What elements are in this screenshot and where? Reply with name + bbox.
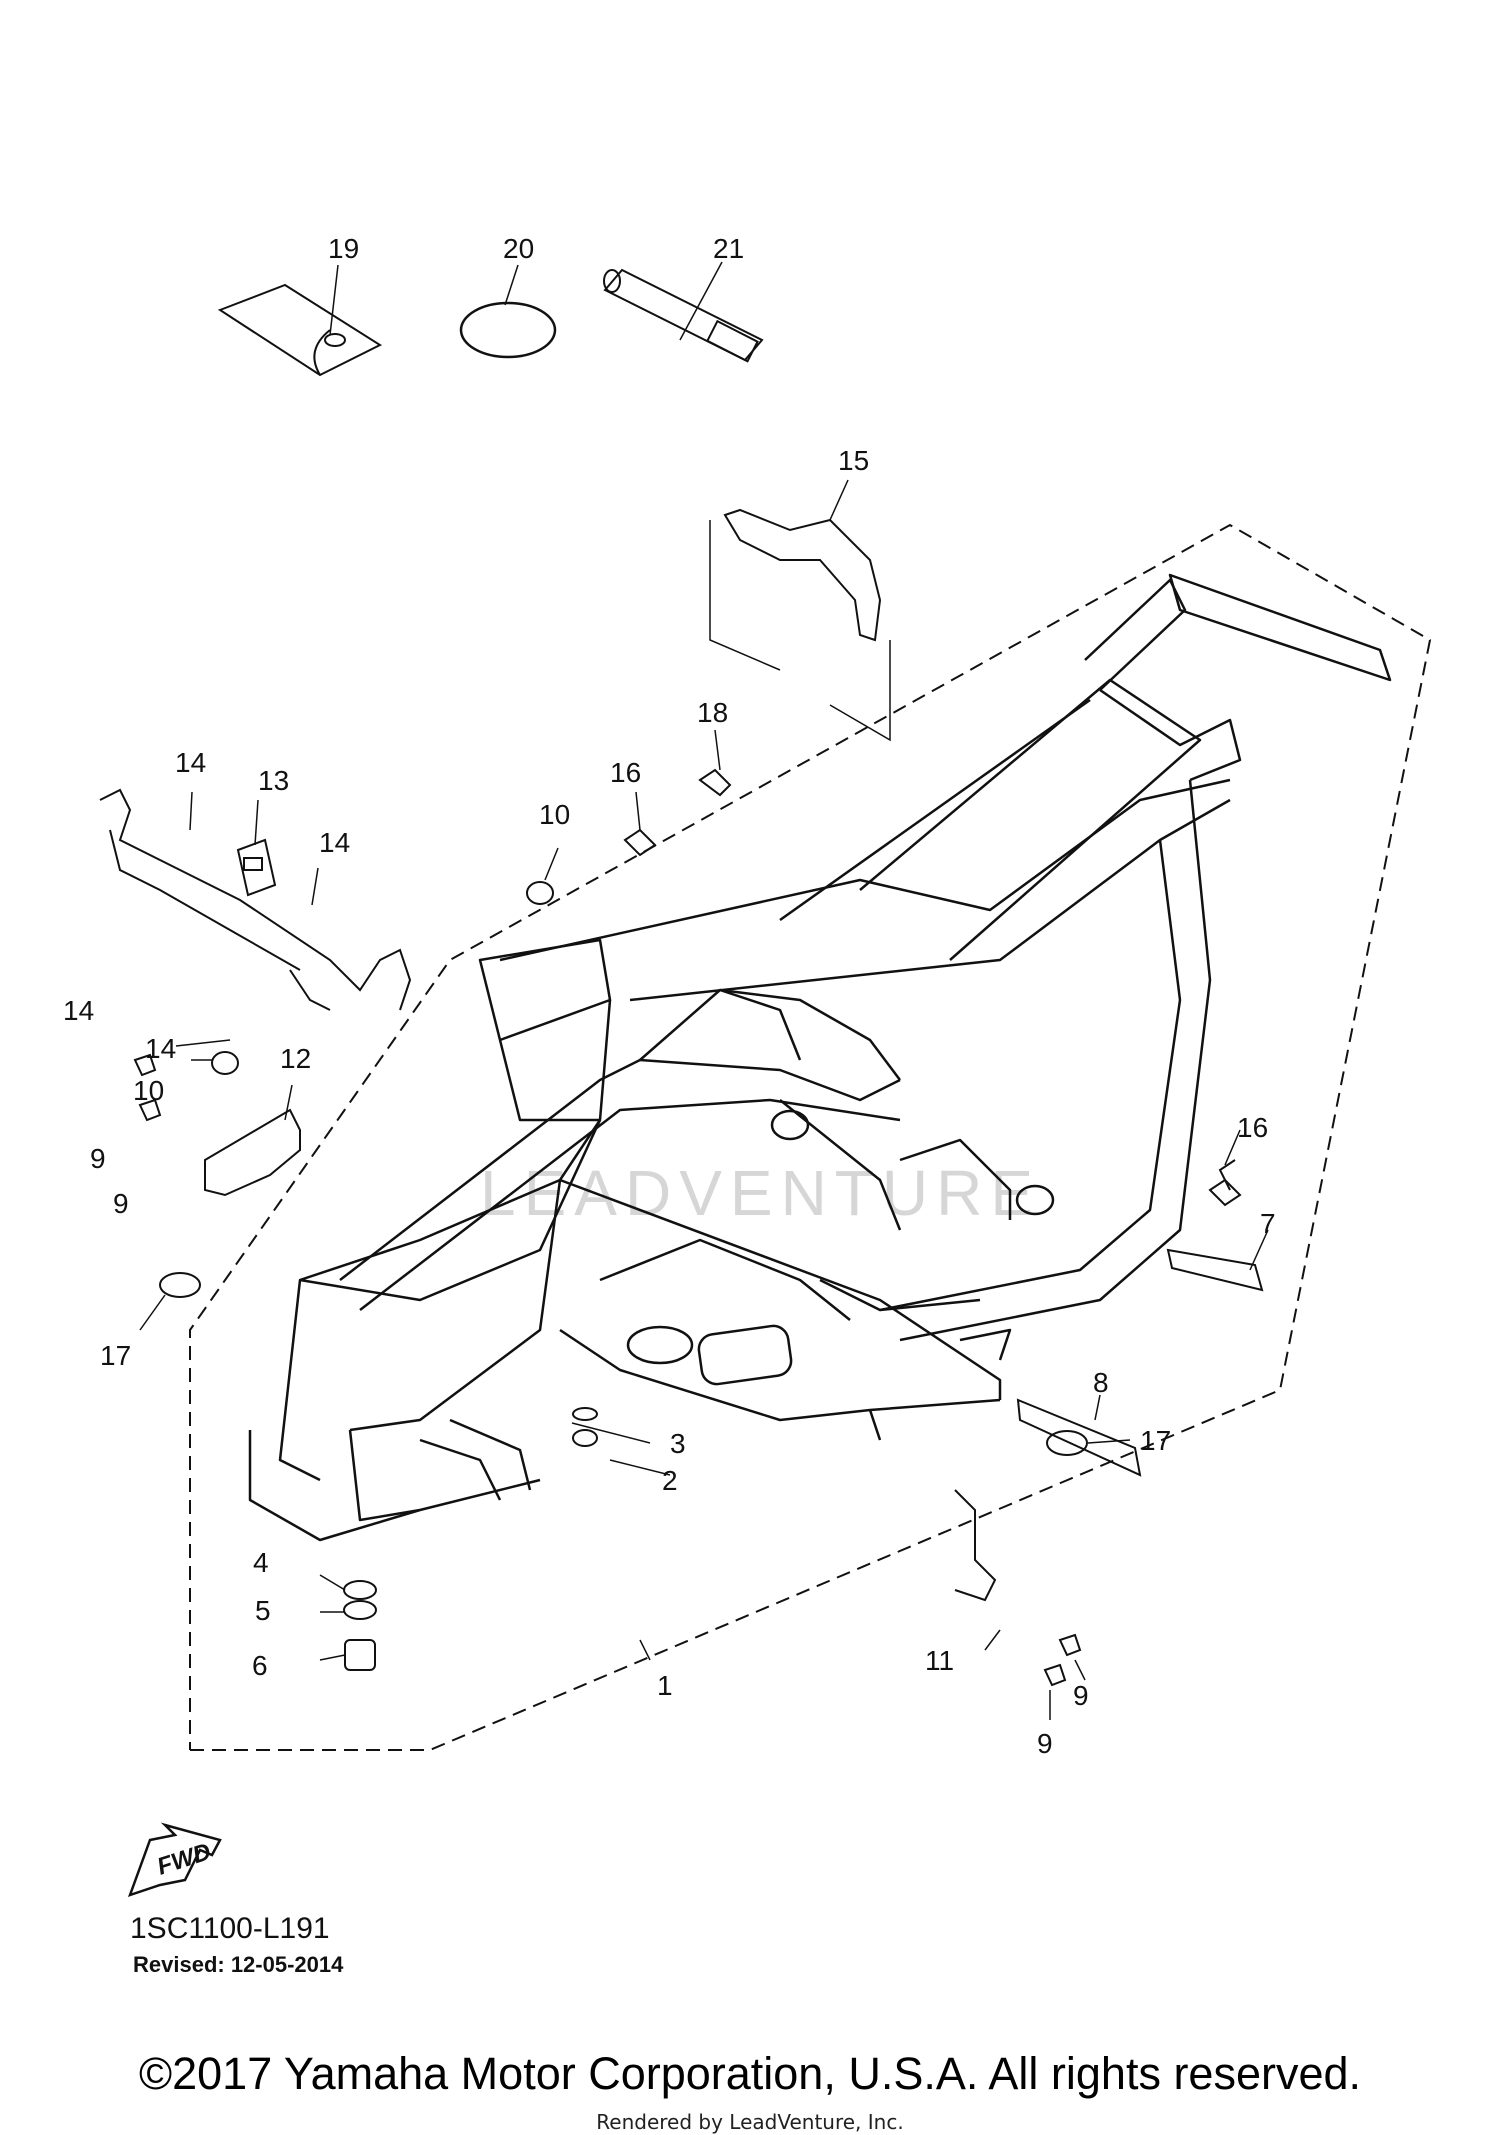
callout-11: 11 (925, 1645, 954, 1676)
callout-14: 14 (175, 747, 206, 778)
callout-14: 14 (319, 827, 350, 858)
fwd-arrow-icon: FWD (127, 1822, 222, 1898)
callout-5: 5 (255, 1595, 271, 1626)
revised-date: Revised: 12-05-2014 (133, 1952, 344, 1977)
svg-text:FWD: FWD (154, 1838, 214, 1881)
callout-2: 2 (662, 1465, 678, 1496)
drawing-code: 1SC1100-L191 (130, 1912, 330, 1945)
callout-12: 12 (280, 1043, 311, 1074)
part-10-washer (526, 881, 554, 905)
callout-16: 16 (1237, 1112, 1268, 1143)
copyright-notice: ©2017 Yamaha Motor Corporation, U.S.A. A… (138, 2048, 1362, 2099)
rendered-by-credit: Rendered by LeadVenture, Inc. (596, 2110, 904, 2134)
callout-3: 3 (670, 1428, 686, 1459)
callout-17: 17 (100, 1340, 131, 1371)
front-bracket-harness (99, 788, 412, 1011)
callout-13: 13 (258, 765, 289, 796)
callout-8: 8 (1093, 1367, 1109, 1398)
callout-18: 18 (697, 697, 728, 728)
callout-15: 15 (838, 445, 869, 476)
callout-6: 6 (252, 1650, 268, 1681)
callout-14: 14 (145, 1033, 176, 1064)
leader-lines (139, 261, 1269, 1720)
callout-17: 17 (1140, 1425, 1171, 1456)
callout-9: 9 (113, 1188, 129, 1219)
callout-19: 19 (328, 233, 359, 264)
part-12-bracket (204, 1108, 301, 1197)
callout-7: 7 (1260, 1208, 1276, 1239)
part-15-plate (709, 508, 891, 742)
callout-10: 10 (133, 1075, 164, 1106)
part-8-bolt (1016, 1398, 1142, 1477)
callout-10: 10 (539, 799, 570, 830)
callout-9: 9 (90, 1143, 106, 1174)
callout-9: 9 (1073, 1680, 1089, 1711)
part-20-o-ring (459, 301, 557, 359)
part-19-decal (217, 283, 383, 377)
part-7-bolt (1166, 1248, 1264, 1292)
callout-20: 20 (503, 233, 534, 264)
callout-16: 16 (610, 757, 641, 788)
callout-9: 9 (1037, 1728, 1053, 1759)
callout-14: 14 (63, 995, 94, 1026)
part-11-bracket (954, 1489, 997, 1602)
watermark: LEADVENTURE (480, 1157, 1041, 1229)
part-21-tool (603, 268, 764, 363)
callout-4: 4 (253, 1547, 269, 1578)
frame-drawing (248, 573, 1392, 1542)
hardware-parts (133, 768, 1264, 1687)
callout-1: 1 (657, 1670, 673, 1701)
callout-labels: 19 20 21 15 18 16 10 14 13 14 14 14 12 1… (63, 233, 1276, 1759)
part-17-clamp (159, 1272, 201, 1298)
callout-21: 21 (713, 233, 744, 264)
